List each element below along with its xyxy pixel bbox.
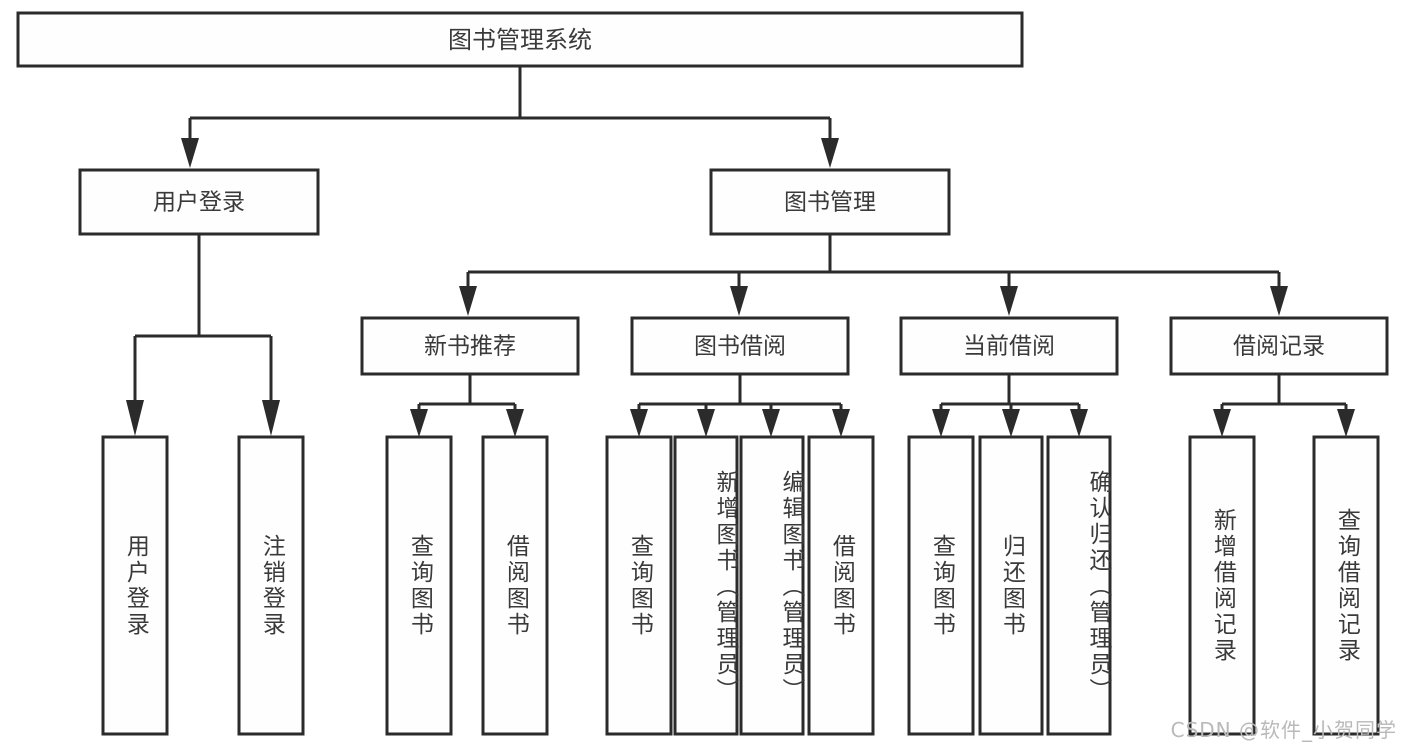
leaf-box-logout[interactable]: [237, 435, 305, 736]
connector-root-to-level1: [181, 66, 839, 168]
csdn-watermark: CSDN @软件_小贺同学: [1170, 718, 1397, 742]
node-user-login[interactable]: 用户登录: [78, 168, 320, 236]
leaf-box-user-login[interactable]: [101, 435, 169, 736]
connector-record-to-leaves: [1213, 374, 1355, 437]
node-root-system[interactable]: 图书管理系统: [16, 11, 1024, 68]
node-borrow-record[interactable]: 借阅记录: [1169, 316, 1389, 376]
connector-userlogin-to-leaves: [126, 234, 280, 436]
leaf-box-confirm-return-admin[interactable]: [1046, 435, 1112, 736]
node-current-borrow[interactable]: 当前借阅: [899, 316, 1119, 376]
node-book-management-label: 图书管理: [784, 190, 876, 216]
node-current-borrow-label: 当前借阅: [963, 334, 1055, 360]
connector-bookmgmt-to-level2: [459, 234, 1288, 316]
node-new-book-recommend-label: 新书推荐: [424, 334, 516, 360]
leaf-box-borrow-book-2[interactable]: [807, 435, 875, 736]
node-user-login-label: 用户登录: [153, 190, 245, 216]
leaf-box-borrow-book-1[interactable]: [481, 435, 549, 736]
connector-newbook-to-leaves: [410, 374, 524, 437]
node-borrow-record-label: 借阅记录: [1233, 334, 1325, 360]
leaf-box-edit-book-admin[interactable]: [739, 435, 805, 736]
connector-borrow-to-leaves: [630, 374, 850, 437]
node-book-management[interactable]: 图书管理: [709, 168, 951, 236]
leaf-box-add-borrow-record[interactable]: [1188, 435, 1256, 736]
node-book-borrow-label: 图书借阅: [694, 334, 786, 360]
leaf-box-return-book[interactable]: [978, 435, 1044, 736]
leaf-box-query-book-2[interactable]: [605, 435, 673, 736]
leaf-box-query-borrow-record[interactable]: [1312, 435, 1380, 736]
connector-current-to-leaves: [932, 374, 1088, 437]
node-root-label: 图书管理系统: [448, 26, 592, 54]
node-new-book-recommend[interactable]: 新书推荐: [360, 316, 580, 376]
leaf-box-add-book-admin[interactable]: [673, 435, 739, 736]
node-book-borrow[interactable]: 图书借阅: [630, 316, 850, 376]
leaf-box-query-book-3[interactable]: [907, 435, 975, 736]
leaf-box-query-book-1[interactable]: [385, 435, 453, 736]
